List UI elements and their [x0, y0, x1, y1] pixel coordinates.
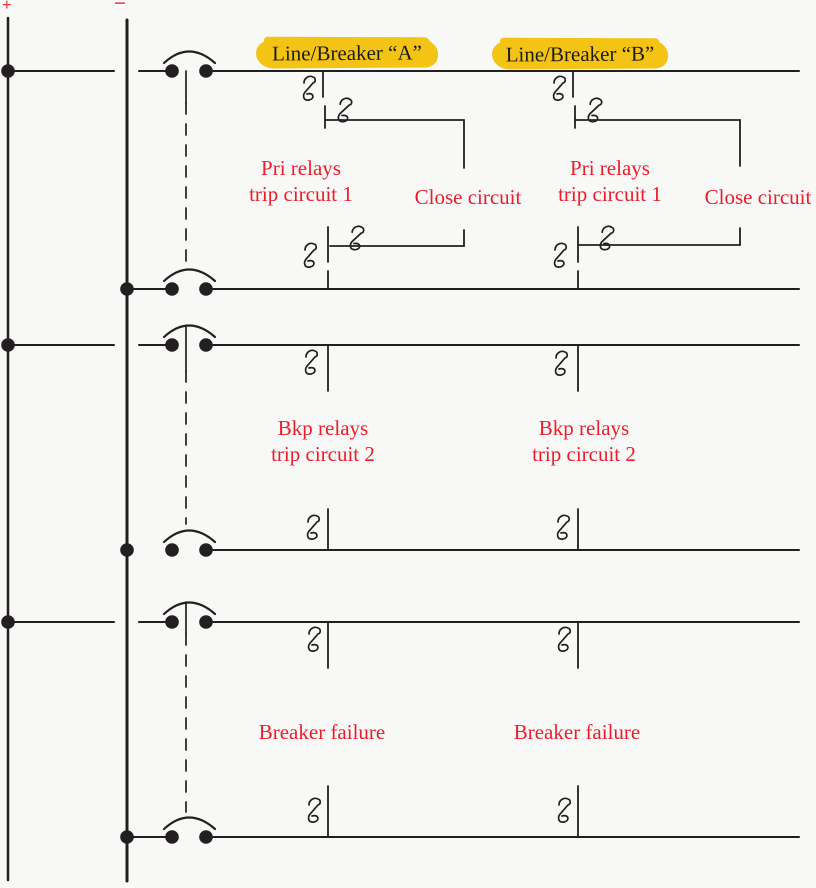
breaker-a-trip2-circuit — [304, 344, 329, 551]
knife-switch-arc-icon — [162, 268, 217, 283]
pri-trip-line1: Pri relays — [261, 156, 341, 180]
bkp-trip-line2: trip circuit 2 — [532, 442, 636, 466]
rail-3-positive — [7, 324, 800, 346]
positive-bus-label: + — [2, 0, 12, 14]
breaker-a-trip1-close-circuit — [302, 70, 465, 290]
contact-squiggle-icon — [553, 242, 568, 269]
bkp-trip-line1: Bkp relays — [277, 416, 369, 440]
junction-dot — [120, 830, 134, 844]
breaker-a-bkp-trip-label: Bkp relays trip circuit 2 — [243, 415, 403, 467]
knife-switch-arc-icon — [162, 601, 217, 616]
contact-squiggle-icon — [556, 514, 571, 541]
breaker-b-pri-trip-label: Pri relays trip circuit 1 — [530, 155, 690, 207]
rail-2-negative — [126, 268, 800, 290]
breaker-b-failure-circuit — [557, 621, 579, 838]
breaker-b-header: Line/Breaker “B” — [505, 41, 655, 67]
bkp-trip-line2: trip circuit 2 — [271, 442, 375, 466]
switch-dot — [165, 543, 179, 557]
switch-dot — [165, 830, 179, 844]
switch-dot — [199, 64, 213, 78]
junction-dot — [1, 615, 15, 629]
knife-switch-arc-icon — [162, 50, 217, 65]
switch-dot — [199, 282, 213, 296]
contact-squiggle-icon — [337, 96, 353, 124]
contact-squiggle-icon — [557, 626, 572, 653]
junction-dot — [120, 543, 134, 557]
knife-switch-arc-icon — [162, 324, 217, 339]
rail-4-negative — [162, 529, 800, 551]
junction-dot — [1, 338, 15, 352]
knife-switch-arc-icon — [162, 529, 217, 544]
breaker-b-bkp-trip-label: Bkp relays trip circuit 2 — [504, 415, 664, 467]
switch-dot — [165, 615, 179, 629]
contact-squiggle-icon — [554, 350, 569, 377]
switch-dot — [199, 830, 213, 844]
breaker-a-header-highlight: Line/Breaker “A” — [255, 39, 439, 69]
contact-squiggle-icon — [306, 514, 321, 541]
switch-dot — [199, 615, 213, 629]
breaker-a-pri-trip-label: Pri relays trip circuit 1 — [221, 155, 381, 207]
breaker-b-trip2-circuit — [554, 344, 579, 551]
junction-dot — [120, 282, 134, 296]
contact-squiggle-icon — [307, 797, 322, 824]
switch-dot — [199, 543, 213, 557]
rail-5-positive — [7, 601, 800, 623]
switch-dot — [165, 338, 179, 352]
pri-trip-line2: trip circuit 1 — [558, 182, 662, 206]
breaker-a-failure-label: Breaker failure — [258, 720, 386, 744]
negative-bus-label: − — [114, 0, 126, 15]
contact-squiggle-icon — [302, 75, 317, 102]
junction-dot — [1, 64, 15, 78]
rail-6-negative — [126, 816, 800, 838]
knife-switch-arc-icon — [162, 816, 217, 831]
breaker-b-failure-label: Breaker failure — [513, 720, 641, 744]
switch-dot — [199, 338, 213, 352]
contact-squiggle-icon — [552, 75, 567, 102]
contact-squiggle-icon — [557, 797, 572, 824]
breaker-b-trip1-close-circuit — [552, 70, 741, 290]
rail-1-positive — [7, 50, 800, 72]
contact-squiggle-icon — [307, 626, 322, 653]
contact-squiggle-icon — [587, 96, 603, 124]
pri-trip-line1: Pri relays — [570, 156, 650, 180]
breaker-a-close-label: Close circuit — [414, 185, 522, 209]
contact-squiggle-icon — [599, 224, 615, 252]
bkp-trip-line1: Bkp relays — [538, 416, 630, 440]
pri-trip-line2: trip circuit 1 — [249, 182, 353, 206]
contact-squiggle-icon — [303, 242, 318, 269]
switch-dot — [165, 282, 179, 296]
junction-dots — [1, 64, 213, 844]
switch-dot — [165, 64, 179, 78]
breaker-b-header-highlight: Line/Breaker “B” — [491, 40, 669, 70]
breaker-b-close-label: Close circuit — [704, 185, 812, 209]
contact-squiggle-icon — [304, 349, 319, 376]
breaker-a-failure-circuit — [307, 621, 329, 838]
breaker-a-header: Line/Breaker “A” — [271, 40, 422, 66]
